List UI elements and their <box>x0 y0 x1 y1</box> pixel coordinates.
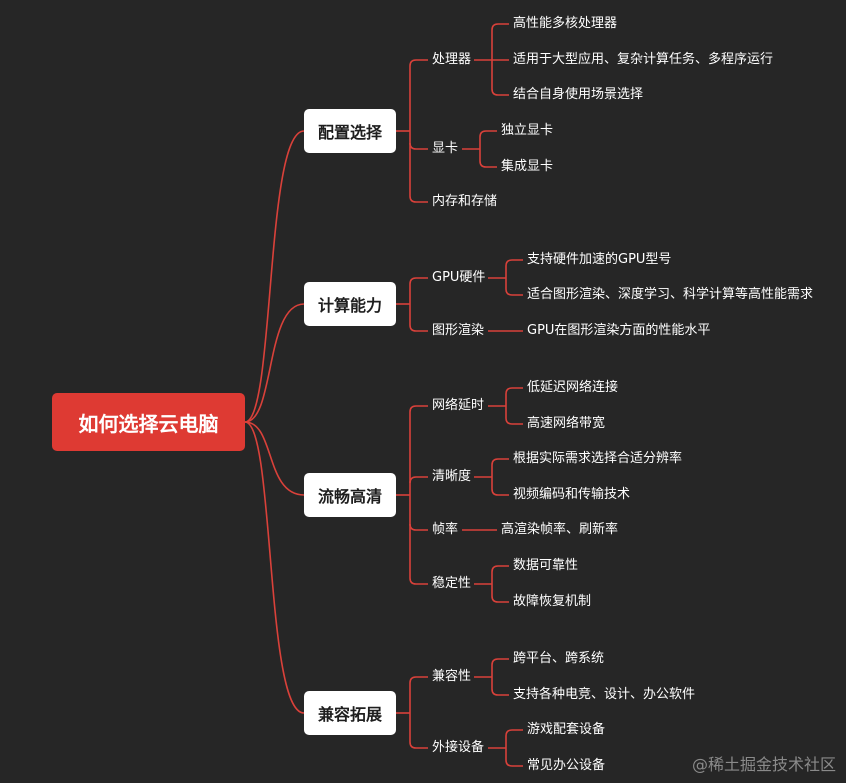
connector-line <box>491 458 509 466</box>
leaf-item[interactable]: GPU在图形渲染方面的性能水平 <box>527 323 711 338</box>
branch-node-config[interactable]: 配置选择 <box>304 109 396 153</box>
topic-gpu-hardware[interactable]: GPU硬件 <box>432 270 486 285</box>
leaf-item[interactable]: 视频编码和传输技术 <box>513 487 631 502</box>
connector-line <box>409 277 428 285</box>
connector-line <box>505 729 523 737</box>
connector-line <box>244 421 305 496</box>
leaf-item[interactable]: 故障恢复机制 <box>513 594 592 609</box>
connector-line <box>479 160 497 168</box>
leaf-item[interactable]: 高速网络带宽 <box>527 416 606 431</box>
leaf-item[interactable]: 结合自身使用场景选择 <box>513 87 644 102</box>
leaf-item[interactable]: 高性能多核处理器 <box>513 16 618 31</box>
connector-line <box>491 23 509 31</box>
connector-line <box>491 658 509 666</box>
topic-compatibility[interactable]: 兼容性 <box>432 669 472 684</box>
connector-line <box>409 741 428 749</box>
leaf-item[interactable]: 低延迟网络连接 <box>527 380 619 395</box>
connector-line <box>491 565 509 573</box>
leaf-item[interactable]: 跨平台、跨系统 <box>513 651 605 666</box>
leaf-item[interactable]: 数据可靠性 <box>513 558 579 573</box>
connector-line <box>244 130 305 423</box>
connector-line <box>505 387 523 395</box>
leaf-item[interactable]: 根据实际需求选择合适分辨率 <box>513 451 683 466</box>
connector-line <box>479 130 497 138</box>
leaf-item[interactable]: 高渲染帧率、刷新率 <box>501 522 619 537</box>
leaf-item[interactable]: 支持各种电竞、设计、办公软件 <box>513 687 696 702</box>
topic-cpu[interactable]: 处理器 <box>432 52 472 67</box>
topic-rendering[interactable]: 图形渲染 <box>432 323 485 338</box>
topic-peripherals[interactable]: 外接设备 <box>432 740 485 755</box>
connector-line <box>409 142 428 150</box>
topic-latency[interactable]: 网络延时 <box>432 398 485 413</box>
root-node[interactable]: 如何选择云电脑 <box>52 393 245 451</box>
connector-line <box>505 288 523 296</box>
connector-line <box>505 259 523 267</box>
connector-line <box>409 523 428 531</box>
connector-line <box>244 421 305 714</box>
topic-framerate[interactable]: 帧率 <box>432 522 459 537</box>
connector-line <box>409 324 428 332</box>
branch-node-compat[interactable]: 兼容拓展 <box>304 691 396 735</box>
connector-line <box>409 405 428 413</box>
leaf-item[interactable]: 支持硬件加速的GPU型号 <box>527 252 672 267</box>
branch-node-smooth[interactable]: 流畅高清 <box>304 473 396 517</box>
leaf-item[interactable]: 常见办公设备 <box>527 758 606 773</box>
connector-line <box>409 676 428 684</box>
topic-clarity[interactable]: 清晰度 <box>432 469 472 484</box>
connector-line <box>491 688 509 696</box>
leaf-item[interactable]: 适用于大型应用、复杂计算任务、多程序运行 <box>513 52 774 67</box>
leaf-item[interactable]: 游戏配套设备 <box>527 722 606 737</box>
connector-line <box>409 577 428 585</box>
leaf-item[interactable]: 独立显卡 <box>501 123 554 138</box>
connector-line <box>409 59 428 67</box>
connector-line <box>505 417 523 425</box>
topic-gpu-card[interactable]: 显卡 <box>432 141 459 156</box>
connector-line <box>409 476 428 484</box>
connector-line <box>505 759 523 767</box>
connector-line <box>244 303 305 423</box>
leaf-item[interactable]: 集成显卡 <box>501 159 554 174</box>
connector-line <box>491 88 509 96</box>
branch-node-compute[interactable]: 计算能力 <box>304 282 396 326</box>
connector-line <box>409 195 428 203</box>
connector-line <box>491 488 509 496</box>
connector-line <box>491 595 509 603</box>
watermark: @稀土掘金技术社区 <box>691 755 836 774</box>
topic-memory-storage[interactable]: 内存和存储 <box>432 194 498 209</box>
topic-stability[interactable]: 稳定性 <box>432 576 472 591</box>
leaf-item[interactable]: 适合图形渲染、深度学习、科学计算等高性能需求 <box>527 287 814 302</box>
